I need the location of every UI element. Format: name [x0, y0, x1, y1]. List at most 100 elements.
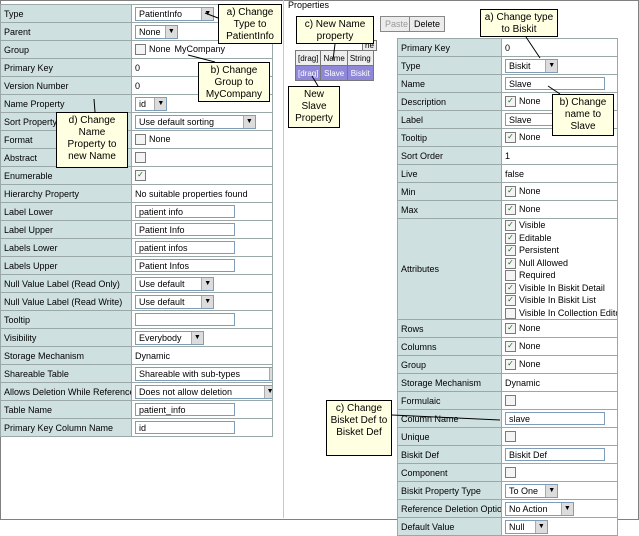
- type-property-row-value: Use default▼: [131, 292, 273, 311]
- type-property-row-value: No suitable properties found: [131, 184, 273, 203]
- value-checkbox[interactable]: [505, 431, 516, 443]
- attribute-label: Visible In Biskit Detail: [519, 282, 605, 293]
- field-property-row-value: ✓None: [501, 355, 618, 374]
- attribute-option[interactable]: ✓Persistent: [505, 244, 614, 257]
- attribute-checkbox[interactable]: [505, 270, 516, 282]
- type-property-row-value: [131, 310, 273, 329]
- type-property-row-value: [131, 148, 273, 167]
- type-property-row-label: Visibility: [0, 328, 132, 347]
- text-input[interactable]: Patient Infos: [135, 259, 235, 272]
- value-dropdown[interactable]: Use default▼: [135, 276, 215, 291]
- text-input[interactable]: Slave: [505, 77, 605, 90]
- value-dropdown[interactable]: None▼: [135, 24, 178, 39]
- property-type-cell[interactable]: Biskit: [346, 65, 374, 81]
- type-property-row-label: Null Value Label (Read Only): [0, 274, 132, 293]
- attribute-option[interactable]: ✓Null Allowed: [505, 257, 614, 270]
- drag-handle-header[interactable]: [drag]: [294, 50, 322, 66]
- field-property-row-label: Description: [397, 92, 502, 111]
- attribute-checkbox[interactable]: ✓: [505, 257, 516, 269]
- type-property-row-label: Enumerable: [0, 166, 132, 185]
- chevron-down-icon: ▼: [545, 59, 558, 72]
- attribute-checkbox[interactable]: ✓: [505, 220, 516, 232]
- value-dropdown[interactable]: Does not allow deletion▼: [135, 384, 272, 399]
- attribute-checkbox[interactable]: [505, 307, 516, 319]
- value-dropdown[interactable]: To One▼: [505, 483, 559, 498]
- attribute-checkbox[interactable]: ✓: [505, 245, 516, 257]
- delete-button[interactable]: Delete: [409, 16, 446, 32]
- value-text: false: [505, 168, 525, 179]
- none-checkbox[interactable]: ✓: [505, 359, 516, 371]
- none-checkbox[interactable]: ✓: [505, 341, 516, 353]
- value-checkbox[interactable]: ✓: [135, 170, 146, 182]
- attribute-option[interactable]: ✓Visible: [505, 220, 614, 232]
- field-property-row-label: Name: [397, 74, 502, 93]
- value-checkbox[interactable]: [135, 152, 146, 164]
- none-checkbox[interactable]: [135, 134, 146, 146]
- none-checkbox[interactable]: ✓: [505, 132, 516, 144]
- none-checkbox[interactable]: ✓: [505, 323, 516, 335]
- value-checkbox[interactable]: [505, 395, 516, 407]
- none-checkbox[interactable]: ✓: [505, 186, 516, 198]
- text-input[interactable]: patient info: [135, 205, 235, 218]
- type-property-row-label: Version Number: [0, 76, 132, 95]
- text-input[interactable]: patient infos: [135, 241, 235, 254]
- none-checkbox[interactable]: [135, 44, 146, 56]
- field-property-row-value: ✓None: [501, 337, 618, 356]
- text-input[interactable]: slave: [505, 412, 605, 425]
- value-dropdown[interactable]: Shareable with sub-types▼: [135, 366, 272, 381]
- text-input[interactable]: id: [135, 421, 235, 434]
- attribute-checkbox[interactable]: ✓: [505, 282, 516, 294]
- none-checkbox[interactable]: ✓: [505, 96, 516, 108]
- field-property-row-value: Slave: [501, 74, 618, 93]
- attribute-option[interactable]: ✓Editable: [505, 232, 614, 245]
- type-property-row-label: Hierarchy Property: [0, 184, 132, 203]
- chevron-down-icon: ▼: [545, 484, 558, 497]
- value-dropdown[interactable]: Everybody▼: [135, 330, 204, 345]
- value-dropdown[interactable]: PatientInfo▼: [135, 6, 215, 21]
- attribute-checkbox[interactable]: ✓: [505, 295, 516, 307]
- dropdown-value: Use default: [139, 296, 185, 307]
- type-property-row-value: Use default sorting▼: [131, 112, 273, 131]
- value-dropdown[interactable]: Biskit ▼: [505, 58, 559, 73]
- drag-handle[interactable]: [drag]: [294, 65, 322, 81]
- field-property-row-label: Biskit Def: [397, 445, 502, 464]
- type-property-row-label: Labels Lower: [0, 238, 132, 257]
- property-name-cell[interactable]: Slave: [320, 65, 348, 81]
- text-input[interactable]: [135, 313, 235, 326]
- value-text: 0: [135, 62, 141, 73]
- value-dropdown[interactable]: No Action▼: [505, 501, 574, 516]
- attribute-checkbox[interactable]: ✓: [505, 232, 516, 244]
- type-property-row-label: Table Name: [0, 400, 132, 419]
- type-property-row: Enumerable✓: [0, 166, 273, 185]
- value-checkbox[interactable]: [505, 467, 516, 479]
- field-property-row: Max✓None: [397, 200, 618, 219]
- field-property-row-label: Default Value: [397, 517, 502, 536]
- type-property-row-label: Labels Upper: [0, 256, 132, 275]
- attribute-option[interactable]: ✓Visible In Biskit List: [505, 294, 614, 307]
- type-property-row-label: Allows Deletion While Referenced: [0, 382, 132, 401]
- value-dropdown[interactable]: id▼: [135, 96, 168, 111]
- dropdown-value: Shareable with sub-types: [139, 368, 241, 379]
- value-dropdown[interactable]: Use default sorting▼: [135, 114, 256, 129]
- attribute-option[interactable]: ✓Visible In Biskit Detail: [505, 282, 614, 295]
- value-dropdown[interactable]: Null▼: [505, 519, 548, 534]
- attribute-option[interactable]: Visible In Collection Editor: [505, 307, 617, 319]
- chevron-down-icon: ▼: [190, 331, 203, 344]
- type-property-row-label: Null Value Label (Read Write): [0, 292, 132, 311]
- text-input[interactable]: patient_info: [135, 403, 235, 416]
- none-checkbox[interactable]: ✓: [505, 204, 516, 216]
- value-dropdown[interactable]: Use default▼: [135, 294, 215, 309]
- type-property-row-value: None: [131, 130, 273, 149]
- field-property-row: Formulaic: [397, 391, 618, 410]
- type-property-row-label: Label Upper: [0, 220, 132, 239]
- dropdown-value: Biskit: [509, 60, 531, 71]
- attribute-option[interactable]: Required: [505, 269, 614, 282]
- text-input[interactable]: Patient Info: [135, 223, 235, 236]
- text-input[interactable]: Biskit Def: [505, 448, 605, 461]
